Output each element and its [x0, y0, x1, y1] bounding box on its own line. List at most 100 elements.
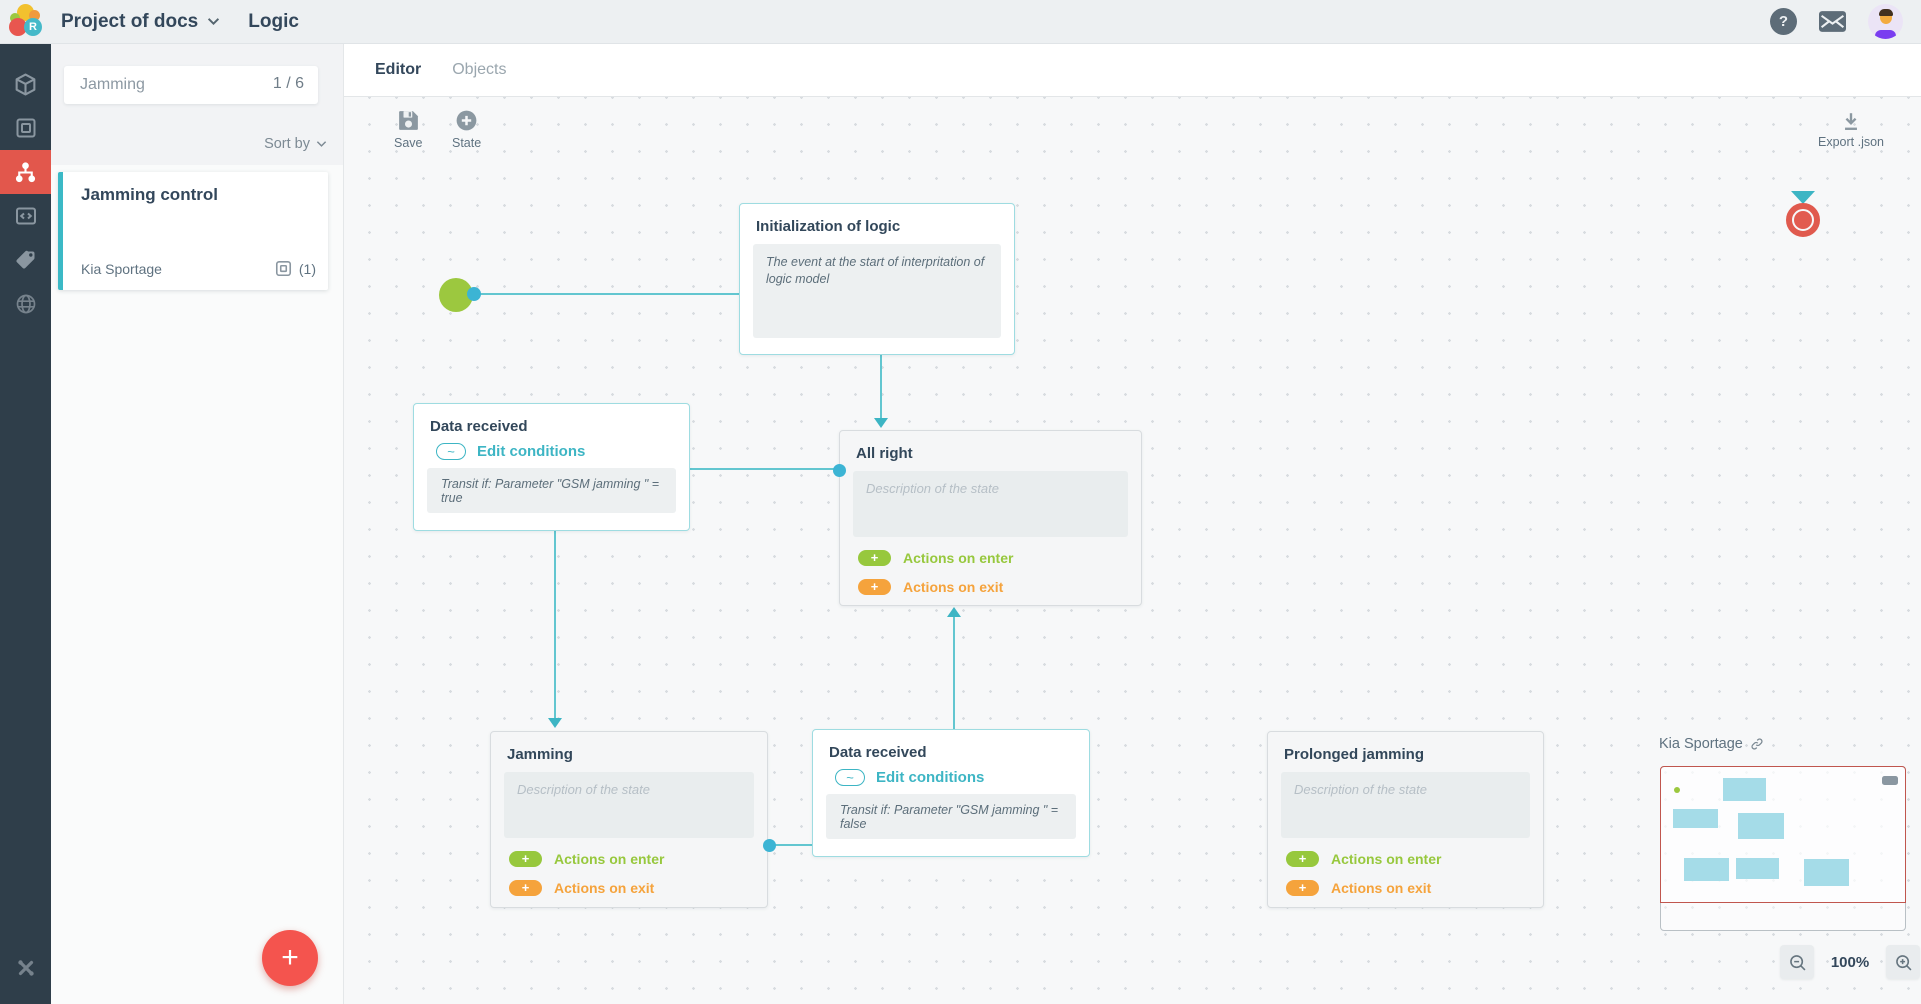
condition-node-data-received-false[interactable]: Data received ~ Edit conditions Transit …	[812, 729, 1090, 857]
app-header: R Project of docs Logic ?	[0, 0, 1921, 44]
help-button[interactable]: ?	[1770, 8, 1797, 35]
description-input[interactable]: Description of the state	[1281, 772, 1530, 838]
tab-objects[interactable]: Objects	[452, 61, 507, 78]
header-actions: ?	[1770, 4, 1903, 39]
plus-glyph: +	[1298, 851, 1307, 866]
plus-glyph: +	[521, 851, 530, 866]
arrowhead-up-icon	[947, 607, 961, 617]
state-node-jamming[interactable]: Jamming Description of the state + Actio…	[490, 731, 776, 908]
edit-conditions-label: Edit conditions	[876, 769, 985, 786]
link-icon[interactable]	[1750, 737, 1764, 751]
arrowhead-down-icon	[548, 718, 562, 728]
node-title: Data received	[829, 744, 927, 761]
actions-on-exit-label: Actions on exit	[554, 880, 655, 896]
minimap-node	[1722, 777, 1766, 801]
actions-on-enter-button[interactable]: + Actions on enter	[509, 851, 767, 867]
add-state-button[interactable]: State	[452, 108, 481, 150]
condition-icon: ~	[835, 769, 865, 786]
start-connection-port[interactable]	[467, 287, 481, 301]
sidebar-item-groups[interactable]	[0, 106, 51, 150]
logic-card-jamming-control[interactable]: Jamming control Kia Sportage (1)	[58, 172, 328, 290]
download-icon	[1845, 113, 1857, 130]
node-title: Prolonged jamming	[1284, 746, 1425, 763]
actions-on-exit-button[interactable]: + Actions on exit	[509, 880, 767, 896]
event-node-initialization[interactable]: Initialization of logic The event at the…	[739, 203, 1015, 355]
actions-on-enter-label: Actions on enter	[903, 550, 1014, 566]
mail-button[interactable]	[1819, 11, 1846, 32]
edit-conditions-button[interactable]: ~ Edit conditions	[835, 769, 1089, 786]
search-input[interactable]	[64, 66, 318, 104]
sidebar-item-scripts[interactable]	[0, 194, 51, 238]
node-title: Data received	[430, 418, 528, 435]
plus-pill-icon: +	[858, 579, 891, 595]
card-states-count: (1)	[298, 260, 316, 277]
actions-on-exit-label: Actions on exit	[1331, 880, 1432, 896]
arrowhead-down-icon	[1791, 191, 1815, 204]
minimap-node	[1803, 858, 1849, 886]
frame-icon	[16, 118, 35, 138]
minimap-node	[1672, 808, 1718, 828]
cube-icon	[15, 73, 36, 95]
project-name: Project of docs	[61, 10, 199, 32]
connection-line	[690, 468, 839, 470]
minimap-target-node	[1881, 775, 1898, 785]
chevron-down-icon	[208, 18, 220, 26]
zoom-level: 100%	[1830, 953, 1870, 971]
export-json-button[interactable]: Export .json	[1818, 110, 1884, 149]
description-input[interactable]: Description of the state	[853, 471, 1128, 537]
edit-conditions-label: Edit conditions	[477, 443, 586, 460]
user-avatar[interactable]	[1868, 4, 1903, 39]
actions-on-enter-button[interactable]: + Actions on enter	[1286, 851, 1543, 867]
actions-on-exit-button[interactable]: + Actions on exit	[1286, 880, 1543, 896]
actions-on-exit-label: Actions on exit	[903, 579, 1004, 595]
actions-on-enter-button[interactable]: + Actions on enter	[858, 550, 1141, 566]
end-state-target[interactable]	[1786, 203, 1820, 237]
condition-expression: Transit if: Parameter "GSM jamming " = f…	[826, 794, 1076, 839]
sidebar-item-network[interactable]	[0, 282, 51, 326]
minimap[interactable]	[1659, 765, 1906, 931]
state-node-prolonged-jamming[interactable]: Prolonged jamming Description of the sta…	[1267, 731, 1544, 908]
tag-icon	[16, 250, 34, 269]
condition-node-data-received-true[interactable]: Data received ~ Edit conditions Transit …	[413, 403, 690, 531]
state-label: State	[452, 136, 482, 150]
edit-conditions-button[interactable]: ~ Edit conditions	[436, 443, 689, 460]
save-icon	[398, 111, 418, 130]
actions-on-exit-button[interactable]: + Actions on exit	[858, 579, 1141, 595]
save-button[interactable]: Save	[394, 108, 423, 150]
description-input[interactable]: Description of the state	[504, 772, 754, 838]
export-json-label: Export .json	[1818, 135, 1885, 149]
zoom-in-button[interactable]	[1886, 945, 1920, 979]
tab-editor[interactable]: Editor	[375, 61, 422, 78]
add-logic-button[interactable]: +	[262, 930, 318, 986]
activity-bar	[0, 44, 51, 1004]
sidebar-item-tags[interactable]	[0, 238, 51, 282]
connection-line	[880, 355, 882, 419]
sort-by-label: Sort by	[264, 136, 310, 152]
tilde-glyph: ~	[846, 770, 854, 785]
connection-port[interactable]	[833, 464, 846, 477]
minimap-start-node	[1673, 786, 1680, 793]
actions-on-enter-label: Actions on enter	[1331, 851, 1442, 867]
sidebar-item-logic[interactable]	[0, 150, 51, 194]
connection-line	[554, 531, 556, 718]
connection-line	[480, 293, 740, 295]
plus-glyph: +	[1298, 880, 1307, 895]
sidebar-item-services[interactable]	[0, 946, 51, 990]
end-state-core	[1794, 211, 1812, 229]
node-title: Jamming	[507, 746, 573, 763]
node-title: All right	[856, 445, 913, 462]
plus-pill-icon: +	[509, 880, 542, 896]
tilde-glyph: ~	[447, 444, 455, 459]
connection-port[interactable]	[763, 839, 776, 852]
zoom-in-icon	[1895, 954, 1911, 970]
globe-icon	[16, 294, 35, 314]
sidebar-item-objects[interactable]	[0, 62, 51, 106]
sort-by-dropdown[interactable]: Sort by	[264, 136, 327, 152]
zoom-out-button[interactable]	[1780, 945, 1814, 979]
project-selector[interactable]: Project of docs	[61, 11, 220, 33]
state-node-all-right[interactable]: All right Description of the state + Act…	[833, 430, 1142, 606]
minimap-title: Kia Sportage	[1659, 736, 1743, 752]
node-description: The event at the start of interpritation…	[753, 244, 1001, 338]
minimap-viewport[interactable]	[1659, 765, 1906, 903]
